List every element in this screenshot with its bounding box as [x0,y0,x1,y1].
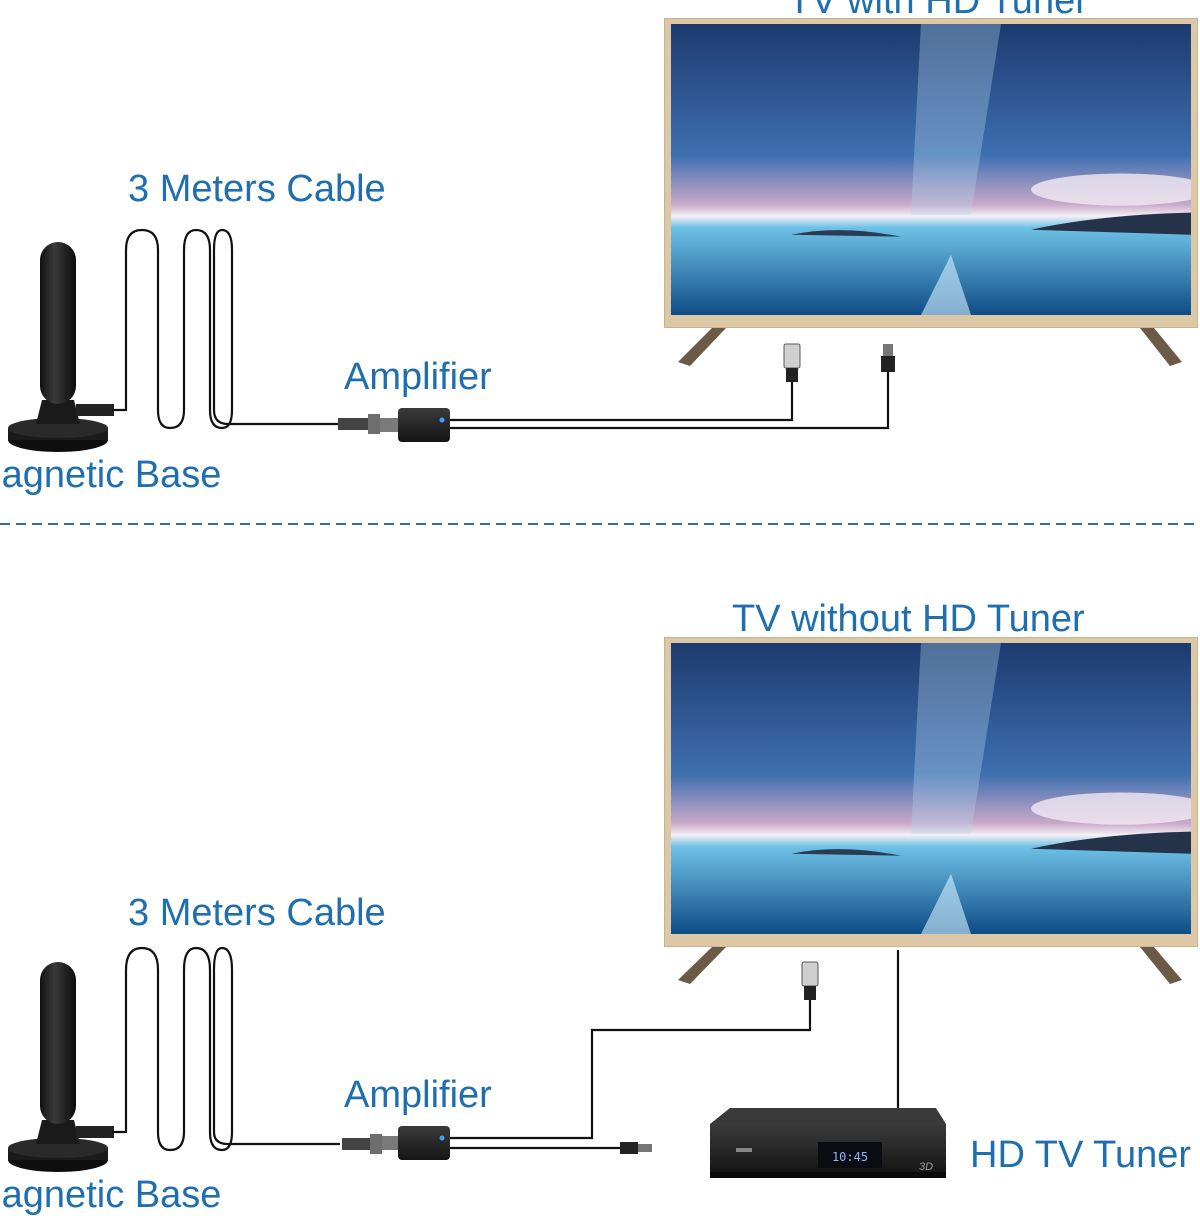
coax-cable [112,946,340,1152]
tv-screen [671,643,1191,934]
tv-stand-top [678,328,1182,366]
tv-stand-bottom [678,947,1182,984]
tv-without-hd-tuner [664,637,1198,947]
antenna-icon [8,962,114,1172]
coax-output-cable [450,370,890,430]
tuner-display: 10:45 [832,1150,868,1164]
cable-length-label: 3 Meters Cable [128,168,386,210]
coax-plug-icon [881,344,895,372]
tuner-box-icon [710,1108,946,1178]
coax-cable [112,228,340,430]
tv-with-hd-tuner-label: TV with HD Tuner [788,0,1088,22]
amplifier-label: Amplifier [344,1074,492,1116]
magnetic-base-label: Magnetic Base [0,454,222,496]
tv-without-hd-tuner-label: TV without HD Tuner [732,598,1085,640]
tv-screen [671,24,1191,315]
amplifier-icon [380,408,450,442]
cable-length-label: 3 Meters Cable [128,892,386,934]
hd-tv-tuner-label: HD TV Tuner [970,1134,1192,1176]
tv-with-hd-tuner [664,18,1198,328]
f-connector-icon [338,414,380,434]
usb-power-cable [450,380,794,422]
usb-plug-icon [783,343,801,382]
f-connector-icon [342,1134,382,1154]
tuner-3d-badge: 3D [919,1161,933,1173]
usb-power-cable [450,998,812,1140]
amplifier-label: Amplifier [344,356,492,398]
magnetic-base-label: Magnetic Base [0,1174,222,1216]
antenna-icon [8,242,114,452]
amplifier-icon [382,1126,450,1160]
coax-plug-icon [620,1142,652,1154]
usb-plug-icon [801,961,819,1000]
